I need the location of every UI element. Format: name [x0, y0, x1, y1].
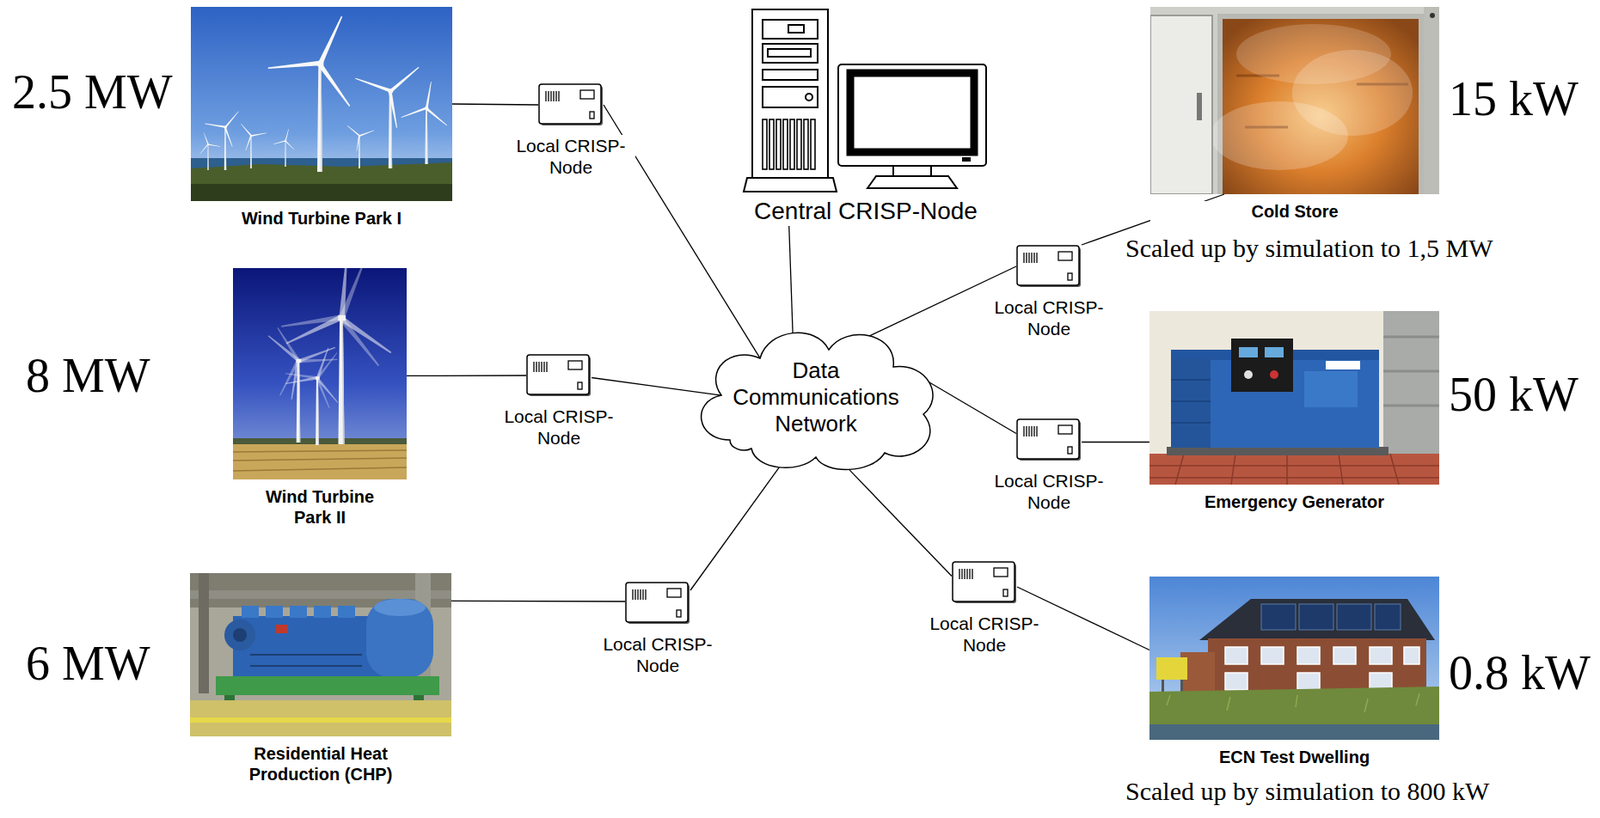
icon-illustration — [1016, 245, 1082, 289]
site-photo — [190, 6, 453, 202]
network-link — [406, 374, 527, 377]
site-photo — [1150, 6, 1440, 195]
illustration-instance — [1149, 576, 1440, 741]
photo-illustration — [190, 573, 452, 737]
site-caption: Emergency Generator — [1149, 491, 1440, 513]
network-link — [929, 382, 1017, 434]
site-photo-node: Wind Turbine Park II — [232, 268, 407, 528]
node-label: Local CRISP-Node — [494, 405, 624, 449]
illustration-instance — [527, 355, 591, 397]
node-label: Central CRISP-Node — [741, 196, 990, 227]
icon-illustration — [538, 83, 604, 127]
power-rating: 2.5 MW — [12, 64, 173, 120]
icon-illustration — [741, 7, 990, 194]
site-caption: Cold Store — [1150, 201, 1440, 222]
scale-note: Scaled up by simulation to 800 kW — [1125, 777, 1490, 807]
icon-illustration — [1016, 418, 1082, 462]
site-photo-node: ECN Test Dwelling — [1149, 576, 1440, 768]
node-icon — [951, 561, 1018, 605]
network-link — [591, 378, 722, 397]
local-crisp-node: Local CRISP-Node — [984, 245, 1114, 340]
power-rating: 0.8 kW — [1448, 645, 1591, 701]
icon-illustration — [951, 561, 1018, 605]
site-caption: Wind Turbine Park II — [246, 486, 393, 528]
photo-illustration — [1150, 6, 1440, 195]
node-icon — [1016, 418, 1082, 462]
local-crisp-node: Local CRISP-Node — [593, 582, 723, 677]
local-crisp-node: Local CRISP-Node — [919, 561, 1049, 656]
network-link — [1081, 441, 1150, 443]
photo-illustration — [1149, 576, 1440, 741]
cloud-label: Data Communications Network — [729, 357, 902, 438]
node-label: Local CRISP-Node — [984, 296, 1114, 340]
site-photo — [232, 268, 407, 480]
site-photo-node: Emergency Generator — [1149, 311, 1440, 513]
icon-illustration — [625, 582, 691, 626]
scale-note: Scaled up by simulation to 1,5 MW — [1125, 233, 1493, 264]
node-label: Local CRISP-Node — [506, 134, 636, 178]
photo-illustration — [190, 6, 453, 202]
node-icon — [538, 83, 604, 127]
icon-illustration — [526, 354, 592, 398]
node-icon — [526, 354, 592, 398]
site-photo — [190, 573, 452, 737]
site-caption: Wind Turbine Park I — [190, 208, 453, 229]
site-photo — [1149, 311, 1440, 485]
site-photo-node: Wind Turbine Park I — [190, 6, 453, 229]
power-rating: 8 MW — [25, 348, 151, 404]
site-caption: ECN Test Dwelling — [1149, 747, 1440, 768]
illustration-instance — [190, 6, 453, 202]
illustration-instance — [1149, 311, 1440, 485]
network-link — [451, 600, 626, 603]
photo-illustration — [1149, 311, 1440, 485]
site-photo — [1149, 576, 1440, 741]
cloud-outline-path — [701, 332, 933, 470]
local-crisp-node: Local CRISP-Node — [494, 354, 624, 449]
node-label: Local CRISP-Node — [919, 613, 1049, 656]
node-icon — [625, 582, 691, 626]
node-icon — [1016, 245, 1082, 289]
power-rating: 6 MW — [25, 636, 151, 692]
network-link — [848, 469, 952, 577]
local-crisp-node: Local CRISP-Node — [984, 418, 1114, 514]
network-link — [452, 104, 539, 105]
illustration-instance — [539, 84, 603, 126]
central-crisp-node: Central CRISP-Node — [741, 7, 990, 227]
network-link — [789, 226, 793, 334]
illustration-instance — [1017, 419, 1081, 461]
local-crisp-node: Local CRISP-Node — [506, 83, 636, 178]
illustration-instance — [952, 562, 1017, 604]
power-rating: 15 kW — [1448, 71, 1579, 127]
site-photo-node: Residential Heat Production (CHP) — [190, 573, 452, 785]
node-label: Local CRISP-Node — [593, 633, 723, 677]
node-icon — [741, 7, 990, 194]
site-photo-node: Cold Store — [1150, 6, 1440, 222]
photo-illustration — [232, 268, 407, 480]
illustration-instance — [190, 573, 452, 737]
illustration-instance — [1017, 245, 1081, 288]
power-rating: 50 kW — [1448, 367, 1579, 423]
site-caption: Residential Heat Production (CHP) — [221, 743, 420, 785]
illustration-instance — [232, 268, 407, 480]
network-link — [690, 467, 779, 591]
network-cloud: Data Communications Network — [678, 311, 954, 475]
illustration-instance — [743, 9, 987, 192]
node-label: Local CRISP-Node — [984, 470, 1114, 514]
illustration-instance — [1150, 6, 1440, 195]
illustration-instance — [625, 582, 690, 625]
